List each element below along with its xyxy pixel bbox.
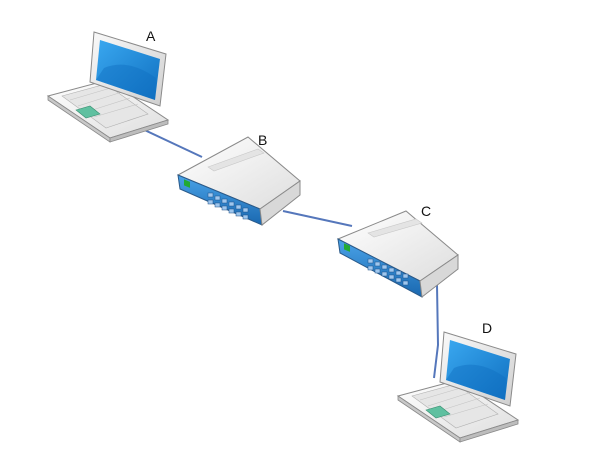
- switch-icon[interactable]: [176, 136, 301, 226]
- link-c-d: [433, 284, 440, 379]
- node-label-c: C: [421, 203, 432, 219]
- link-b-c: [282, 210, 353, 227]
- link-a-b: [135, 125, 203, 158]
- node-label-d: D: [482, 320, 493, 336]
- laptop-icon[interactable]: [396, 331, 520, 443]
- node-label-a: A: [146, 28, 156, 44]
- node-label-b: B: [258, 132, 268, 148]
- laptop-icon[interactable]: [46, 31, 170, 143]
- switch-icon[interactable]: [336, 210, 459, 298]
